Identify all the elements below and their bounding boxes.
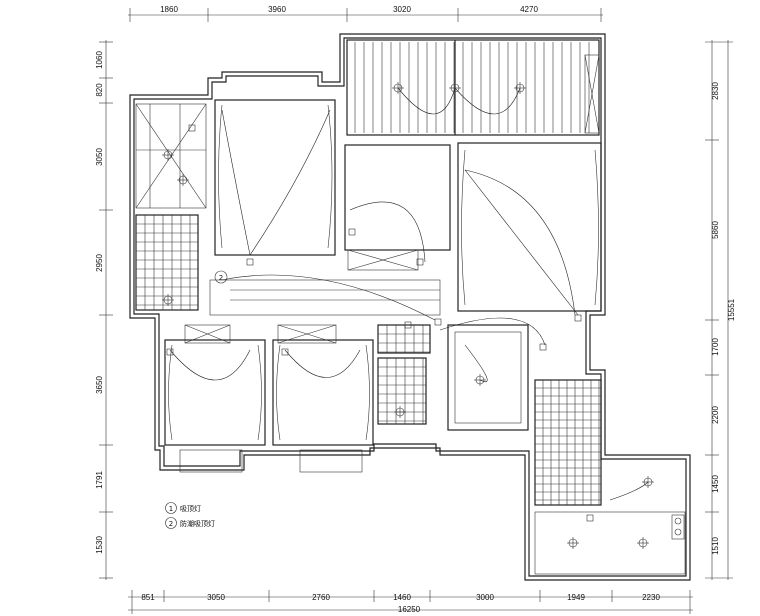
dim-left-5: 3650: [95, 376, 104, 394]
legend-marker-1: [165, 502, 177, 514]
dim-right-1: 2830: [711, 82, 720, 100]
plan-marker-label: 2: [219, 274, 223, 282]
dim-top-4: 4270: [520, 5, 538, 14]
dim-right-2: 5860: [711, 221, 720, 239]
legend: 1 吸顶灯 2 防潮吸顶灯: [165, 502, 215, 529]
legend-label-1: 吸顶灯: [180, 504, 201, 513]
bedroom-top-center: [214, 99, 336, 256]
dim-top-1: 1860: [160, 5, 178, 14]
bathroom-middle: [377, 324, 431, 425]
dim-top-2: 3960: [268, 5, 286, 14]
legend-marker-2: [165, 517, 177, 529]
dim-bottom-total: 16250: [398, 605, 421, 614]
dining-room: [439, 317, 546, 431]
bedroom-bottom-left: [164, 324, 266, 473]
legend-marker-1-text: 1: [169, 505, 173, 513]
left-dimension-line: 1060 820 3050 2950 3650 1791 1530: [95, 40, 113, 580]
dim-bottom-7: 2230: [642, 593, 660, 602]
dim-bottom-1: 851: [141, 593, 155, 602]
dim-left-6: 1791: [95, 471, 104, 489]
dim-right-5: 1450: [711, 475, 720, 493]
legend-marker-2-text: 2: [169, 520, 173, 528]
dim-right-6: 1510: [711, 537, 720, 555]
dim-bottom-4: 1460: [393, 593, 411, 602]
ceiling-lights: [162, 82, 654, 549]
kitchen-tiled: [135, 214, 199, 311]
dim-left-2: 820: [95, 83, 104, 97]
master-bedroom: [457, 142, 602, 316]
balcony-top: [346, 39, 600, 136]
dim-bottom-3: 2760: [312, 593, 330, 602]
corridor: [209, 274, 441, 321]
dim-left-3: 3050: [95, 148, 104, 166]
bedroom-middle: [344, 144, 451, 271]
dim-top-3: 3020: [393, 5, 411, 14]
balcony-left: [135, 103, 207, 209]
kitchen-right-tiled: [534, 379, 602, 506]
dim-left-1: 1060: [95, 51, 104, 69]
dim-bottom-6: 1949: [567, 593, 585, 602]
balcony-bottom-right: [534, 481, 686, 575]
top-dimension-line: 1860 3960 3020 4270: [128, 5, 603, 22]
dim-left-7: 1530: [95, 536, 104, 554]
legend-label-2: 防潮吸顶灯: [180, 519, 215, 528]
dim-left-4: 2950: [95, 254, 104, 272]
plan-marker-2: 2: [214, 270, 228, 284]
exterior-walls: [129, 33, 691, 581]
bedroom-bottom-right: [272, 324, 374, 473]
dim-right-3: 1700: [711, 338, 720, 356]
right-dimension-line: 2830 5860 1700 2200 1450 1510 15551: [705, 40, 736, 580]
dim-right-total: 15551: [727, 298, 736, 321]
dim-bottom-5: 3000: [476, 593, 494, 602]
bottom-dimension-line: 851 3050 2760 1460 3000 1949 2230 16250: [128, 590, 693, 614]
dim-right-4: 2200: [711, 406, 720, 424]
dim-bottom-2: 3050: [207, 593, 225, 602]
